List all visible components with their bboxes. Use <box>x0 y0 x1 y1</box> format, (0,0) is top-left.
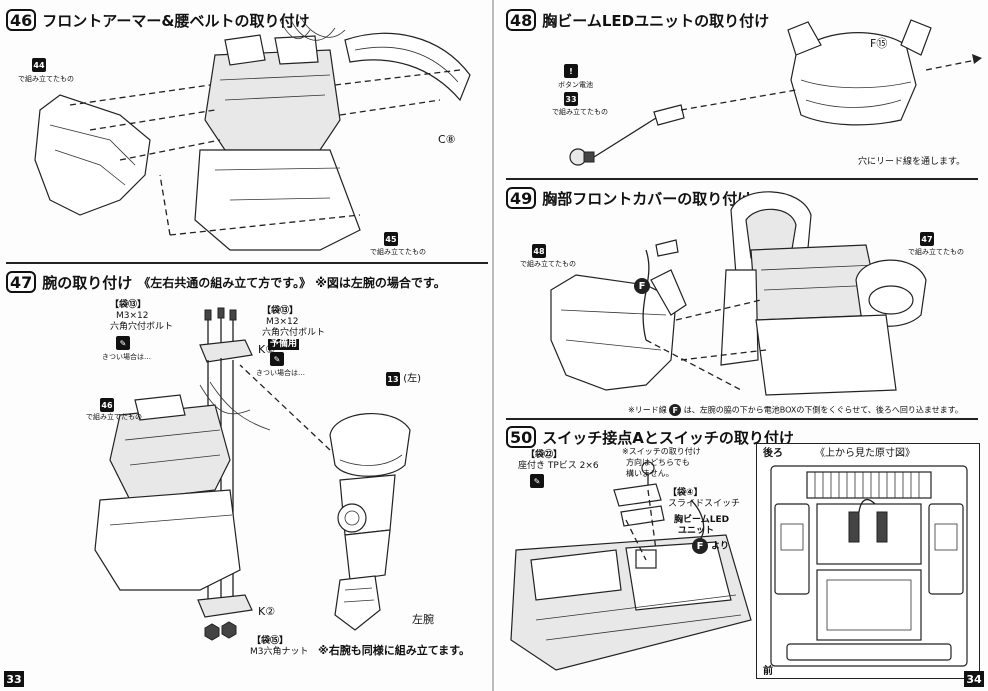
ref-48-note: で組み立てたもの <box>520 260 576 268</box>
ref-47-note: で組み立てたもの <box>908 248 964 256</box>
ref-33-note: で組み立てたもの <box>552 108 608 116</box>
left-arm-label: 左腕 <box>412 613 434 626</box>
part-c8-label: C⑧ <box>438 133 456 146</box>
step-50-illustration <box>510 461 752 671</box>
tool-icon-50: ✎ <box>530 474 544 488</box>
step-47-title: 腕の取り付け <box>42 273 133 292</box>
step-47-illustration <box>94 307 411 641</box>
led-unit-label-2: ユニット <box>678 526 715 536</box>
ref-48-badge: 48 <box>532 244 546 258</box>
ref-13-label: 13 (左) <box>386 372 421 386</box>
step-50-header: 50 スイッチ接点Aとスイッチの取り付け <box>506 425 794 449</box>
switch-note-3: 構いません。 <box>626 469 674 478</box>
step-divider-48 <box>506 178 978 180</box>
switch-note-1: ※スイッチの取り付け <box>622 447 701 456</box>
step-48-title: 胸ビームLEDユニットの取り付け <box>542 11 770 30</box>
bolt-b-size: M3×12 <box>266 317 299 327</box>
ref-45-badge: 45 <box>384 232 398 246</box>
inset-front-label: 前 <box>763 666 773 677</box>
step-47-header: 47 腕の取り付け 《左右共通の組み立て方です。》 ※図は左腕の場合です。 <box>6 270 446 294</box>
bag13-a-label: 【袋⑬】 <box>110 300 147 310</box>
tool-icon-a: ✎ <box>116 336 130 350</box>
ref-45-note: で組み立てたもの <box>370 248 426 256</box>
screw-label: 座付き TPビス 2×6 <box>518 461 599 471</box>
right-page: 48 胸ビームLEDユニットの取り付け ! ボタン電池 33 で組み立てたもの … <box>496 0 988 691</box>
step-46-illustration <box>34 15 471 251</box>
inset-back-label: 後ろ <box>763 448 783 459</box>
part-k2-top: K② <box>258 343 276 356</box>
bolt-a-name: 六角穴付ボルト <box>110 322 174 332</box>
step-49-header: 49 胸部フロントカバーの取り付け <box>506 186 752 210</box>
page-number-left: 33 <box>4 671 24 687</box>
step-49-number: 49 <box>506 187 537 209</box>
inset-drawing <box>770 465 968 667</box>
step-49-illustration <box>550 191 927 396</box>
part-f15-label: F⑮ <box>870 37 888 50</box>
step-46-number: 46 <box>6 9 37 31</box>
step-46-title: フロントアーマー&腰ベルトの取り付け <box>42 11 310 30</box>
bolt-a-size: M3×12 <box>116 311 149 321</box>
warning-icon: ! <box>564 64 578 78</box>
step-47-note: 《左右共通の組み立て方です。》 ※図は左腕の場合です。 <box>138 275 446 290</box>
tool-icon-b: ✎ <box>270 352 284 366</box>
part-k2-bottom: K② <box>258 605 276 618</box>
inset-title: 《上から見た原寸図》 <box>815 448 915 459</box>
step-50-number: 50 <box>506 426 537 448</box>
bag4-label: 【袋④】 <box>668 488 703 498</box>
slide-switch-label: スライドスイッチ <box>668 499 741 509</box>
step-48-illustration <box>569 19 982 166</box>
step-48-header: 48 胸ビームLEDユニットの取り付け <box>506 8 769 32</box>
nut-label: M3六角ナット <box>250 647 309 657</box>
left-page: 46 フロントアーマー&腰ベルトの取り付け 44 で組み立てたもの <box>4 0 494 691</box>
ref-33-badge: 33 <box>564 92 578 106</box>
ref-44-badge: 44 <box>32 58 46 72</box>
bag15-label: 【袋⑮】 <box>252 636 289 646</box>
hole-note: 穴にリード線を通します。 <box>858 157 966 167</box>
top-view-inset: 後ろ 《上から見た原寸図》 <box>756 443 980 679</box>
step-46-header: 46 フロントアーマー&腰ベルトの取り付け <box>6 8 309 32</box>
switch-note-2: 方向はどちらでも <box>626 458 690 467</box>
f-badge-49: F <box>634 278 650 294</box>
lead-note: ※リード線 F は、左腕の脇の下から電池BOXの下側をくぐらせて、後ろへ回り込ま… <box>628 404 963 416</box>
bag22-label: 【袋㉒】 <box>526 450 563 460</box>
bolt-b-name: 六角穴付ボルト <box>262 328 326 338</box>
right-arm-footer-note: ※右腕も同様に組み立てます。 <box>318 644 471 657</box>
step-divider <box>6 262 488 264</box>
tool-note-b: きつい場合は… <box>256 369 305 377</box>
step-47-number: 47 <box>6 271 37 293</box>
step-divider-49 <box>506 418 978 420</box>
led-unit-label-1: 胸ビームLED <box>674 515 730 525</box>
tool-note-a: きつい場合は… <box>102 353 151 361</box>
step-50-title: スイッチ接点Aとスイッチの取り付け <box>542 428 794 447</box>
ref-44-note: で組み立てたもの <box>18 75 74 83</box>
step-49-title: 胸部フロントカバーの取り付け <box>542 189 753 208</box>
page-number-right: 34 <box>964 671 984 687</box>
spare-badge: 予備用 <box>268 339 300 350</box>
ref-46-note: で組み立てたもの <box>86 413 142 421</box>
ref-47-badge: 47 <box>920 232 934 246</box>
f-from-label: F より <box>692 538 729 554</box>
step-48-number: 48 <box>506 9 537 31</box>
ref-46-badge: 46 <box>100 398 114 412</box>
warning-note: ボタン電池 <box>558 81 593 89</box>
bag13-b-label: 【袋⑬】 <box>262 306 299 316</box>
